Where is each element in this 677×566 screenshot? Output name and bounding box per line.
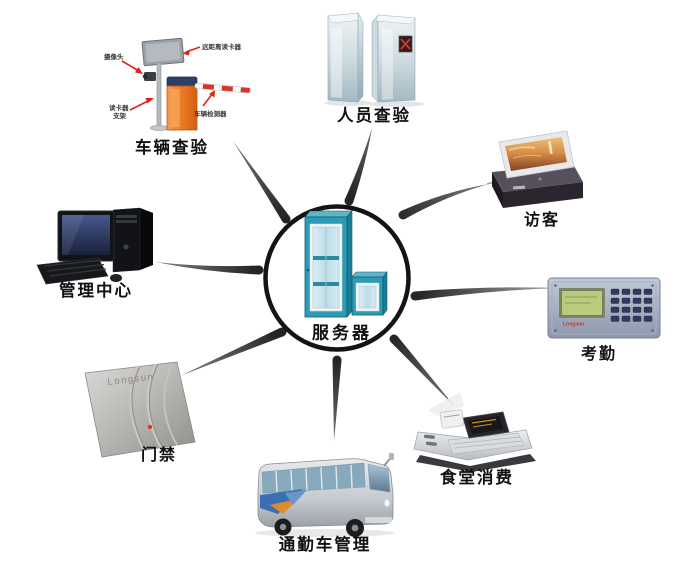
card-slot [512, 185, 526, 190]
node-label-attendance: 考勤 [580, 346, 618, 363]
pc-mouse [110, 274, 122, 282]
brand-text: Longsun [563, 322, 584, 328]
pc-keyboard [36, 257, 109, 285]
vehicle-inspection-illustration: 远距离读卡器 摄像头 读卡器 支架 车辆检测器 [104, 37, 252, 131]
annotation-text: 支架 [112, 111, 127, 120]
annotation-text: 摄像头 [104, 52, 124, 61]
pos-body [413, 429, 536, 472]
visitor-illustration [487, 130, 583, 208]
pos-screen [462, 411, 510, 439]
pc-tower [112, 207, 153, 273]
led-indicator [148, 425, 152, 429]
connector-canteen [389, 334, 456, 408]
attendance-illustration: Longsun [547, 277, 661, 339]
side-windows [261, 462, 366, 494]
server-label: 服务器 [312, 323, 372, 343]
annotation-text: 车辆检测器 [194, 109, 227, 118]
barrier-gate [166, 76, 252, 131]
server-illustration [304, 210, 388, 318]
reader-pole [156, 62, 162, 128]
attendance-lcd [559, 288, 605, 318]
canteen-pos-illustration [413, 392, 536, 472]
pc-monitor [57, 210, 115, 271]
headlight [383, 498, 391, 508]
annotation-vehicle-detector: 车辆检测器 [194, 90, 227, 118]
personnel-inspection-illustration [324, 12, 424, 107]
connector-access [180, 327, 287, 376]
windshield [367, 463, 391, 493]
bumper [365, 517, 392, 523]
access-control-illustration: Longsun [84, 361, 196, 458]
annotation-reader-bracket: 读卡器 支架 [109, 98, 154, 120]
turnstile-right [371, 14, 416, 103]
pole-base [149, 125, 169, 131]
long-range-reader-panel [141, 37, 185, 67]
connector-visitor [398, 184, 489, 220]
commuter-bus-illustration [255, 453, 395, 537]
access-reader-plate: Longsun [84, 361, 196, 458]
annotation-long-range-reader: 远距离读卡器 [182, 42, 242, 56]
node-label-management: 管理中心 [59, 282, 133, 300]
node-label-bus: 通勤车管理 [278, 536, 372, 554]
management-center-illustration [36, 207, 153, 285]
visitor-screen [498, 130, 575, 179]
bus-body [257, 453, 394, 528]
node-label-visitor: 访客 [523, 212, 561, 229]
decal-orange [270, 499, 298, 514]
annotation-camera: 摄像头 [104, 52, 143, 74]
decal-lightblue [285, 490, 307, 505]
connector-bus [332, 355, 342, 441]
turnstile-left [327, 12, 364, 103]
connector-attendance [410, 287, 560, 301]
pos-printer [439, 409, 465, 429]
node-label-canteen: 食堂消费 [440, 469, 514, 487]
camera [142, 72, 157, 81]
node-label-vehicle: 车辆查验 [135, 139, 209, 157]
attendance-keypad [610, 288, 653, 322]
connector-vehicle [233, 141, 291, 224]
node-label-access: 门禁 [140, 447, 178, 464]
annotation-text: 远距离读卡器 [202, 42, 242, 51]
connector-management [155, 262, 264, 275]
node-label-personnel: 人员查验 [337, 107, 411, 125]
lighthouse [548, 140, 553, 155]
bus-wheels [274, 518, 364, 537]
receipt-paper [428, 392, 464, 416]
annotation-text: 读卡器 [109, 103, 129, 112]
connector-personnel [344, 128, 372, 206]
